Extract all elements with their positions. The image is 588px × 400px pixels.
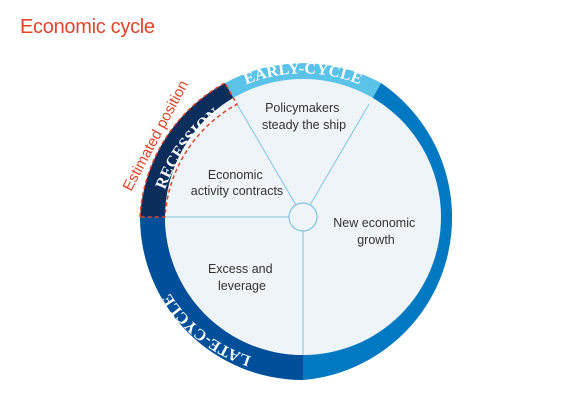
sector-dividers [165, 104, 370, 355]
late-description: Excess and leverage [208, 262, 276, 293]
estimated-position-outline [139, 81, 239, 218]
mid-description: New economic growth [333, 216, 418, 247]
recession-description: Economic activity contracts [191, 168, 283, 198]
divider-early-left [236, 104, 304, 218]
page-title: Economic cycle [20, 16, 155, 38]
center-hub [288, 202, 318, 232]
divider-early-right [302, 104, 370, 218]
ring-segment-late [140, 217, 303, 380]
early-description: Policymakers steady the ship [262, 101, 346, 132]
